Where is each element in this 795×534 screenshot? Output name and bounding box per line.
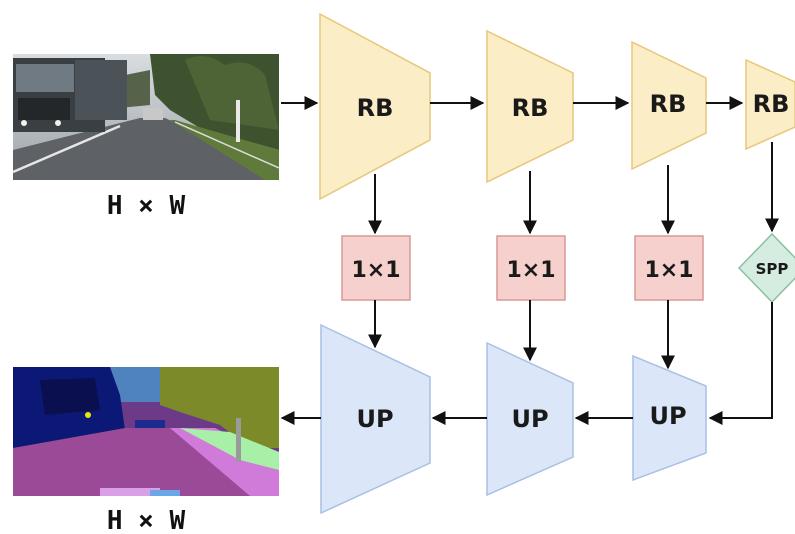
rb-label: RB	[512, 94, 549, 122]
input-size-label: H × W	[107, 191, 186, 221]
rb-label: RB	[357, 94, 394, 122]
input-image	[13, 54, 279, 180]
rb-label: RB	[753, 90, 790, 118]
up-label: UP	[649, 402, 686, 430]
rb-block: RB	[486, 29, 574, 184]
rb-block: RB	[319, 12, 431, 201]
output-size-label: H × W	[107, 506, 186, 534]
conv1x1-box: 1×1	[496, 235, 566, 301]
conv1x1-label: 1×1	[351, 258, 400, 283]
conv1x1-box: 1×1	[634, 235, 704, 301]
spp-label: SPP	[756, 260, 789, 278]
up-label: UP	[511, 405, 548, 433]
up-label: UP	[356, 405, 393, 433]
conv1x1-box: 1×1	[341, 235, 411, 301]
rb-block: RB	[745, 58, 795, 151]
connections	[280, 96, 779, 425]
output-segmentation	[13, 367, 279, 496]
conv1x1-label: 1×1	[644, 258, 693, 283]
rb-label: RB	[650, 90, 687, 118]
up-block: UP	[632, 354, 707, 482]
up-block: UP	[486, 341, 574, 497]
rb-block: RB	[631, 40, 707, 171]
arrow	[708, 302, 773, 425]
up-block: UP	[320, 323, 431, 515]
spp-block: SPP	[737, 232, 795, 304]
conv1x1-label: 1×1	[506, 258, 555, 283]
